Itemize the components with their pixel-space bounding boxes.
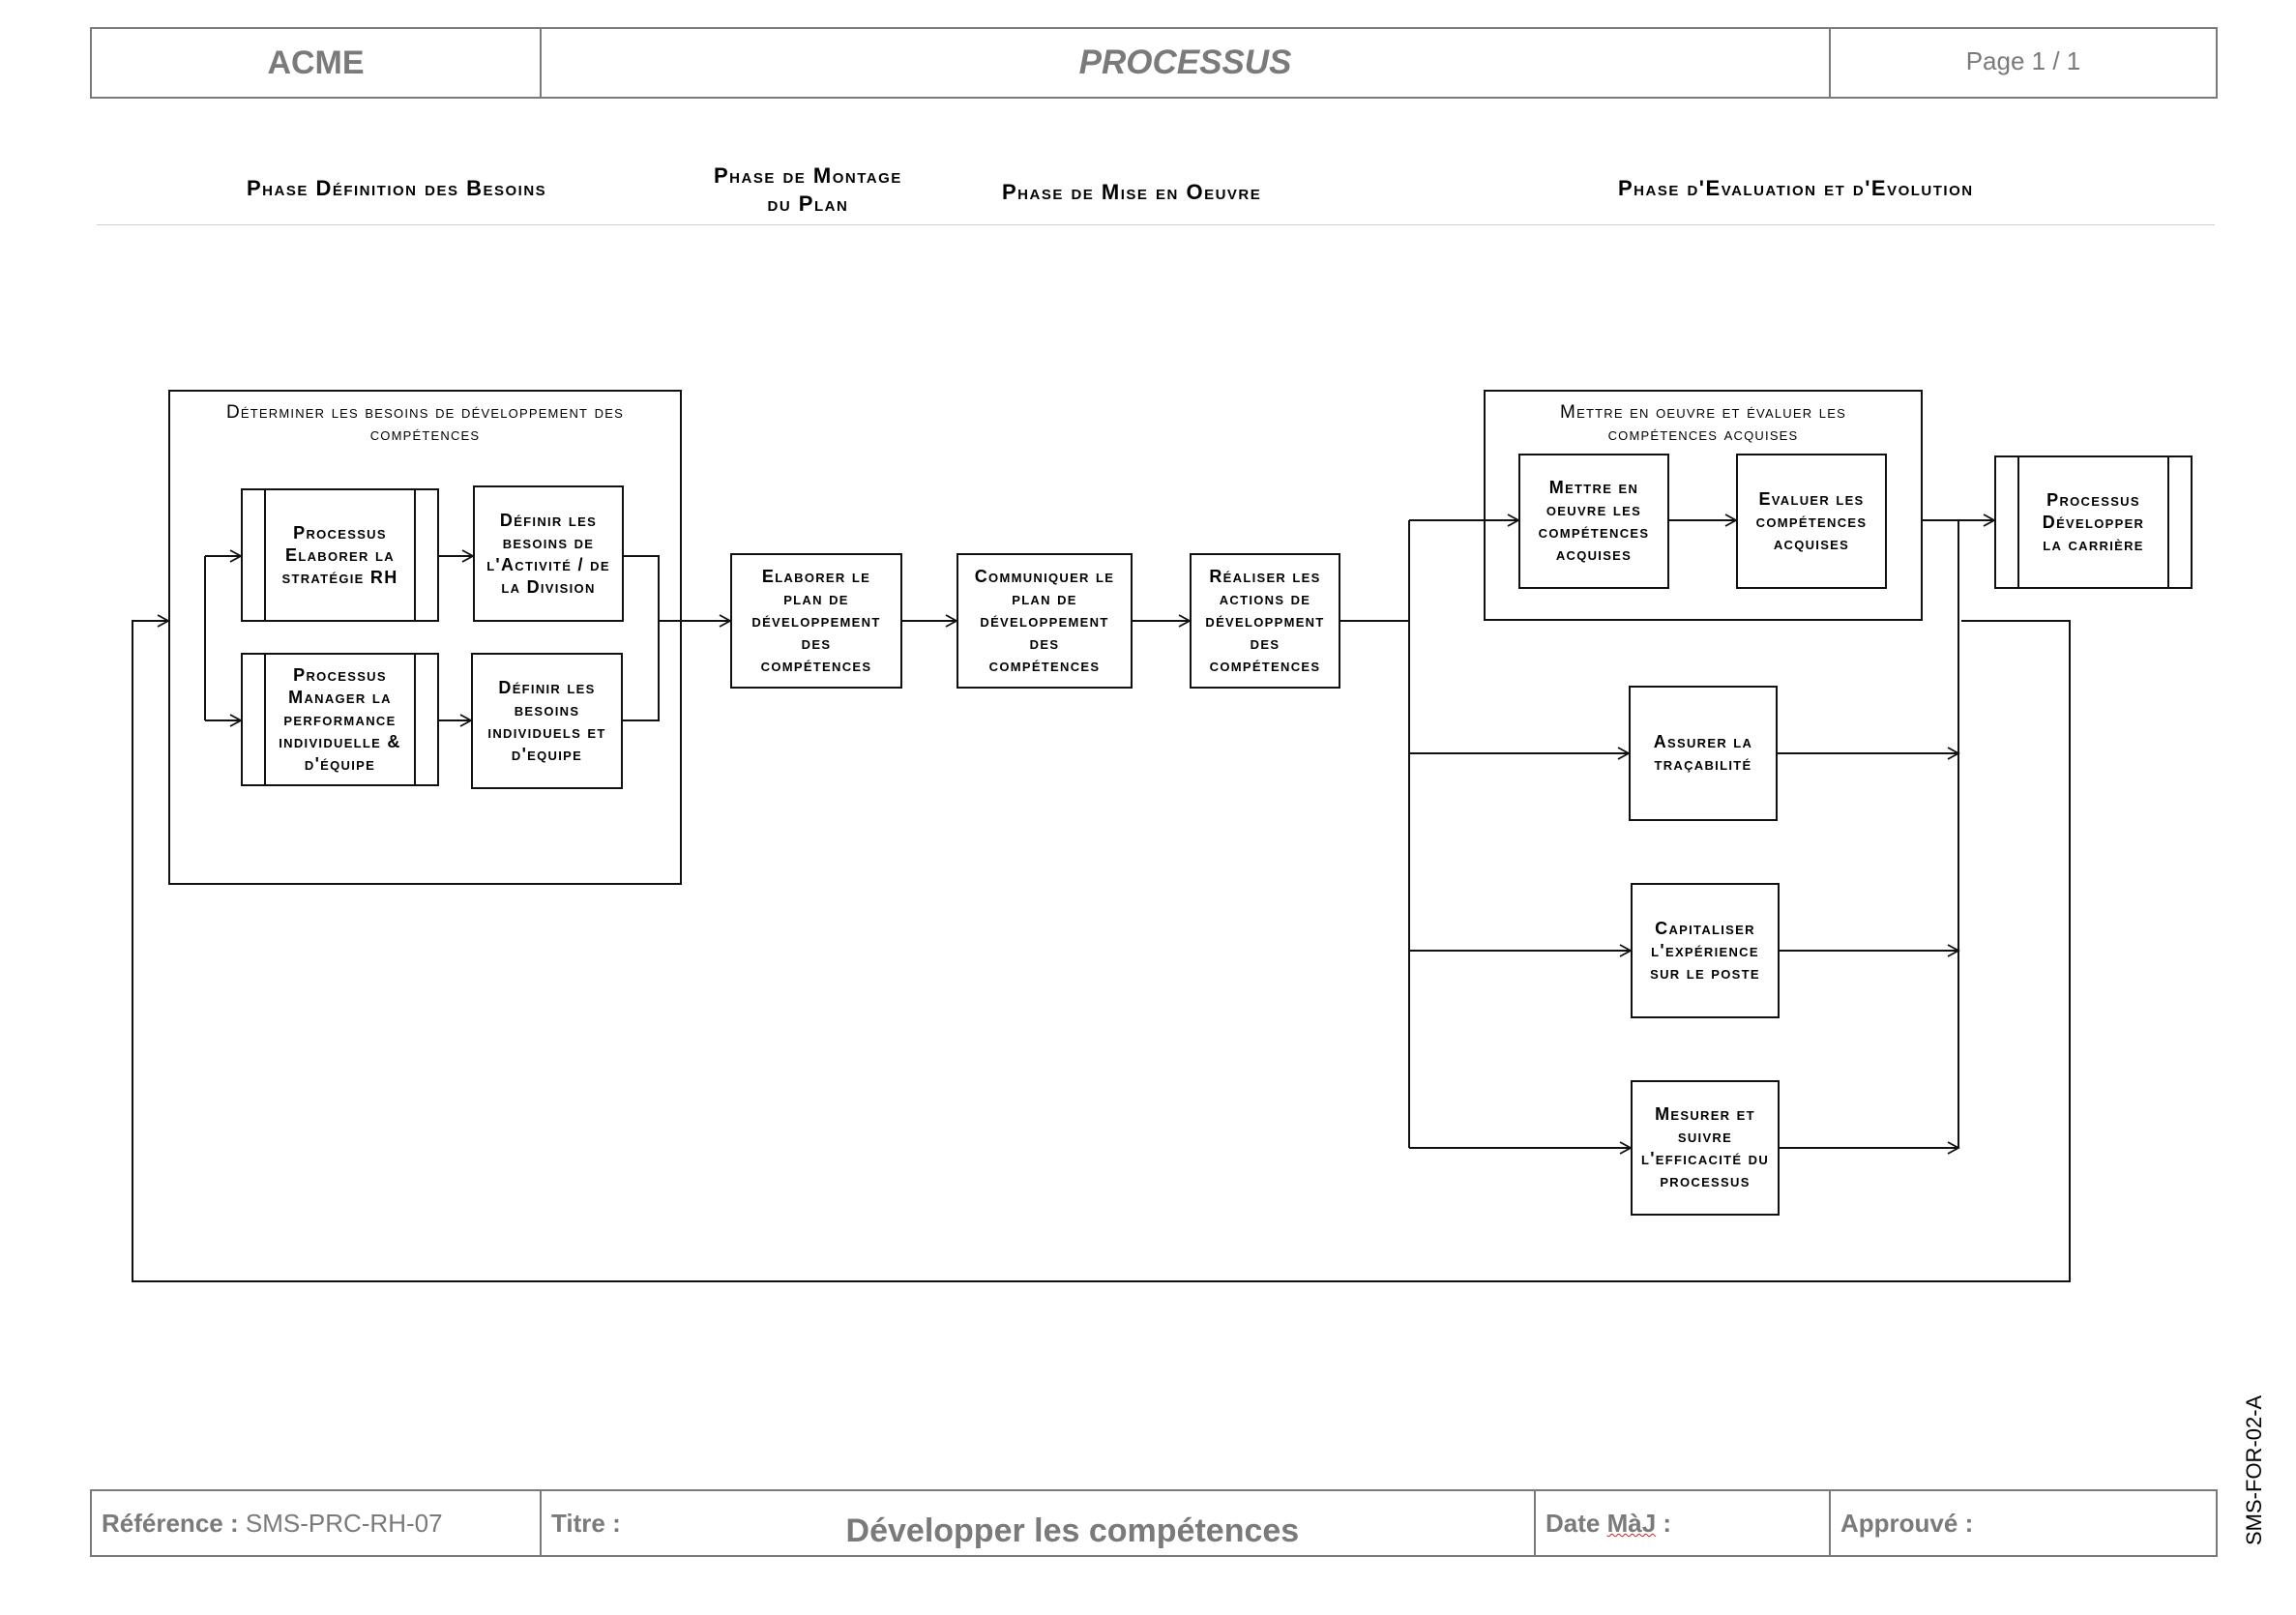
process-manager-performance[interactable]: Processus Manager la performance individ… — [241, 653, 439, 786]
box-text: la Division — [501, 576, 596, 597]
box-text: acquises — [1555, 544, 1633, 564]
task-assurer-tracabilite[interactable]: Assurer la traçabilité — [1629, 686, 1778, 821]
task-realiser-actions[interactable]: Réaliser les actions de développment des… — [1190, 553, 1340, 689]
group-mettre-label2: compétences acquises — [1607, 425, 1799, 445]
process-elaborer-strategie-rh[interactable]: Processus Elaborer la stratégie RH — [241, 488, 439, 622]
box-text: performance — [283, 709, 397, 729]
document-title: Développer les compétences — [845, 1512, 1300, 1549]
title-label: Titre : — [551, 1509, 621, 1538]
box-text: des — [801, 632, 832, 653]
reference-value: SMS-PRC-RH-07 — [245, 1509, 443, 1538]
task-mettre-en-oeuvre[interactable]: Mettre en oeuvre les compétences acquise… — [1518, 454, 1669, 589]
task-communiquer-plan[interactable]: Communiquer le plan de développement des… — [957, 553, 1133, 689]
phase-montage-line2: du Plan — [767, 191, 849, 216]
date-label-a: Date — [1545, 1509, 1607, 1538]
date-label: Date MàJ : — [1545, 1509, 1671, 1538]
box-text: développement — [751, 610, 881, 631]
footer-table: Référence : SMS-PRC-RH-07 Titre : Dévelo… — [90, 1489, 2218, 1557]
merge-activite — [623, 555, 660, 721]
box-text: acquises — [1773, 533, 1850, 553]
phase-montage-plan: Phase de Montage du Plan — [714, 162, 902, 218]
group-determiner-label1: Déterminer les besoins de développement … — [225, 402, 624, 423]
feedback-loop-line — [132, 614, 2071, 1282]
company-name: ACME — [92, 29, 542, 97]
box-text: Capitaliser — [1655, 918, 1755, 938]
header-table: ACME PROCESSUS Page 1 / 1 — [90, 27, 2218, 99]
box-text: Elaborer la — [285, 544, 395, 565]
group-mettre-evaluer: Mettre en oeuvre et évaluer les compéten… — [1484, 390, 1923, 621]
box-text: des — [1250, 632, 1280, 653]
box-text: compétences — [1209, 655, 1321, 675]
footer-reference-cell: Référence : SMS-PRC-RH-07 — [92, 1491, 542, 1555]
footer-title-cell: Titre : Développer les compétences — [542, 1491, 1536, 1555]
phase-evaluation-evolution: Phase d'Evaluation et d'Evolution — [1618, 176, 1974, 200]
box-text: Evaluer les — [1758, 488, 1865, 509]
box-text: besoins de — [502, 532, 595, 552]
box-text: d'équipe — [304, 753, 376, 774]
phase-divider-line — [97, 224, 2215, 225]
box-text: Réaliser les — [1209, 566, 1321, 586]
box-text: l'expérience — [1651, 940, 1759, 960]
box-text: individuelle & — [279, 731, 401, 751]
box-text: compétences — [988, 655, 1101, 675]
box-text: compétences — [1538, 522, 1650, 542]
box-text: Développer — [2042, 512, 2145, 532]
box-text: Définir les — [499, 510, 598, 530]
page-number: Page 1 / 1 — [1965, 46, 2081, 75]
process-developper-carriere[interactable]: Processus Développer la carrière — [1994, 455, 2193, 589]
box-text: Processus — [2046, 489, 2140, 510]
box-text: Manager la — [288, 687, 392, 707]
box-text: plan de — [783, 588, 849, 608]
footer-date-cell: Date MàJ : — [1536, 1491, 1831, 1555]
box-text: Mesurer et — [1655, 1104, 1755, 1124]
box-text: Processus — [293, 664, 387, 685]
box-text: actions de — [1219, 588, 1311, 608]
group-determiner-label2: compétences — [369, 425, 481, 445]
document-type: PROCESSUS — [542, 29, 1831, 97]
box-text: l'efficacité du — [1640, 1149, 1770, 1168]
task-definir-besoins-activite[interactable]: Définir les besoins de l'Activité / de l… — [473, 485, 624, 622]
approved-label: Approuvé : — [1840, 1509, 1974, 1538]
box-text: sur le poste — [1650, 962, 1760, 983]
box-text: Définir les — [498, 677, 596, 697]
date-label-maj: MàJ — [1606, 1509, 1657, 1538]
box-text: stratégie RH — [281, 567, 398, 587]
box-text: la carrière — [2043, 534, 2144, 554]
date-label-c: : — [1656, 1509, 1672, 1538]
task-capitaliser-experience[interactable]: Capitaliser l'expérience sur le poste — [1631, 883, 1780, 1018]
reference-label: Référence : — [102, 1509, 239, 1538]
form-reference-vertical: SMS-FOR-02-A — [2242, 1395, 2266, 1545]
box-text: Communiquer le — [974, 566, 1115, 586]
box-text: processus — [1660, 1171, 1751, 1190]
task-mesurer-efficacite[interactable]: Mesurer et suivre l'efficacité du proces… — [1631, 1080, 1780, 1216]
box-text: d'equipe — [511, 744, 583, 764]
box-text: plan de — [1012, 588, 1077, 608]
box-text: oeuvre les — [1545, 500, 1642, 519]
box-text: développment — [1205, 610, 1325, 631]
task-evaluer-competences[interactable]: Evaluer les compétences acquises — [1736, 454, 1887, 589]
box-text: des — [1029, 632, 1060, 653]
task-definir-besoins-individuels[interactable]: Définir les besoins individuels et d'equ… — [471, 653, 623, 789]
group-determiner-besoins: Déterminer les besoins de développement … — [168, 390, 682, 885]
group-mettre-label1: Mettre en oeuvre et évaluer les — [1560, 402, 1846, 423]
box-text: suivre — [1677, 1127, 1733, 1146]
box-text: Mettre en — [1548, 478, 1639, 497]
box-text: compétences — [1755, 511, 1868, 531]
phase-mise-en-oeuvre: Phase de Mise en Oeuvre — [1002, 180, 1262, 204]
box-text: l'Activité / de — [486, 554, 610, 574]
phase-montage-line1: Phase de Montage — [714, 163, 902, 188]
box-text: compétences — [760, 655, 872, 675]
box-text: individuels et — [487, 721, 606, 742]
task-elaborer-plan[interactable]: Elaborer le plan de développement des co… — [730, 553, 902, 689]
box-text: Assurer la — [1653, 732, 1753, 751]
footer-approved-cell: Approuvé : — [1831, 1491, 2216, 1555]
box-text: Processus — [293, 522, 387, 543]
box-text: Elaborer le — [761, 566, 871, 586]
box-text: développement — [980, 610, 1109, 631]
fan-out-trunk — [1340, 520, 1410, 1148]
box-text: besoins — [514, 699, 580, 719]
phase-definition-besoins: Phase Définition des Besoins — [247, 176, 547, 200]
box-text: traçabilité — [1654, 754, 1752, 774]
